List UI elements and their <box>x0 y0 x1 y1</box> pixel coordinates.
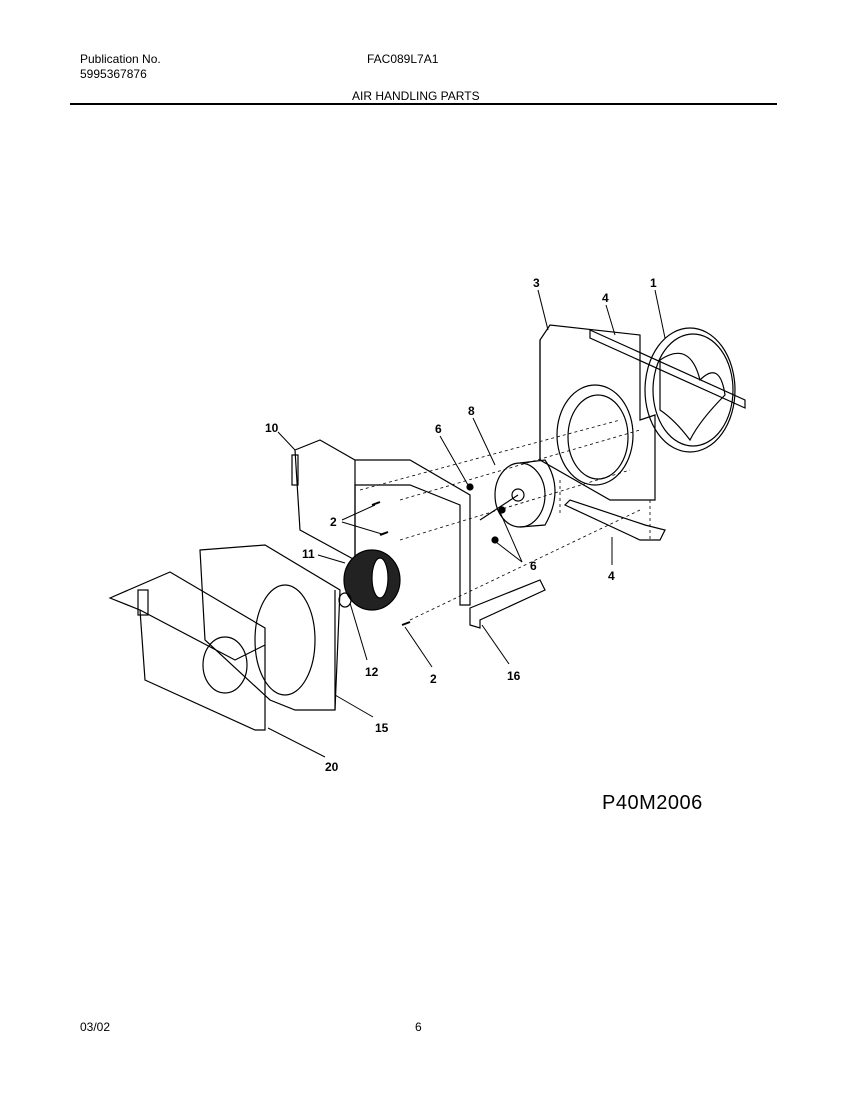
front-grille-drawing <box>108 571 266 731</box>
fan-blade-drawing <box>644 327 736 453</box>
callout-11: 11 <box>302 547 315 561</box>
callout-4: 4 <box>602 291 609 305</box>
callout-4: 4 <box>608 569 615 583</box>
callout-16: 16 <box>507 669 521 683</box>
callout-12: 12 <box>365 665 379 679</box>
callout-8: 8 <box>468 404 475 418</box>
publication-label: Publication No. <box>80 52 161 66</box>
callout-20: 20 <box>325 760 339 774</box>
section-title: AIR HANDLING PARTS <box>352 89 480 103</box>
footer-date: 03/02 <box>80 1020 111 1034</box>
callout-2: 2 <box>330 515 337 529</box>
callout-15: 15 <box>375 721 389 735</box>
callout-2: 2 <box>430 672 437 686</box>
scroll-housing-drawing <box>199 544 341 711</box>
header-rule <box>70 103 777 105</box>
blower-wheel-drawing <box>338 549 401 611</box>
callout-3: 3 <box>533 276 540 290</box>
bracket-16-drawing <box>469 579 546 629</box>
bracket-drawing <box>563 499 666 541</box>
shroud-drawing <box>539 324 746 501</box>
callout-6: 6 <box>435 422 442 436</box>
callout-10: 10 <box>265 421 279 435</box>
model-number: FAC089L7A1 <box>367 52 439 66</box>
callout-1: 1 <box>650 276 657 290</box>
callout-6: 6 <box>530 559 537 573</box>
figure-code: P40M2006 <box>602 792 703 814</box>
motor-drawing <box>479 459 556 528</box>
publication-number: 5995367876 <box>80 67 147 81</box>
page-number: 6 <box>415 1020 422 1034</box>
